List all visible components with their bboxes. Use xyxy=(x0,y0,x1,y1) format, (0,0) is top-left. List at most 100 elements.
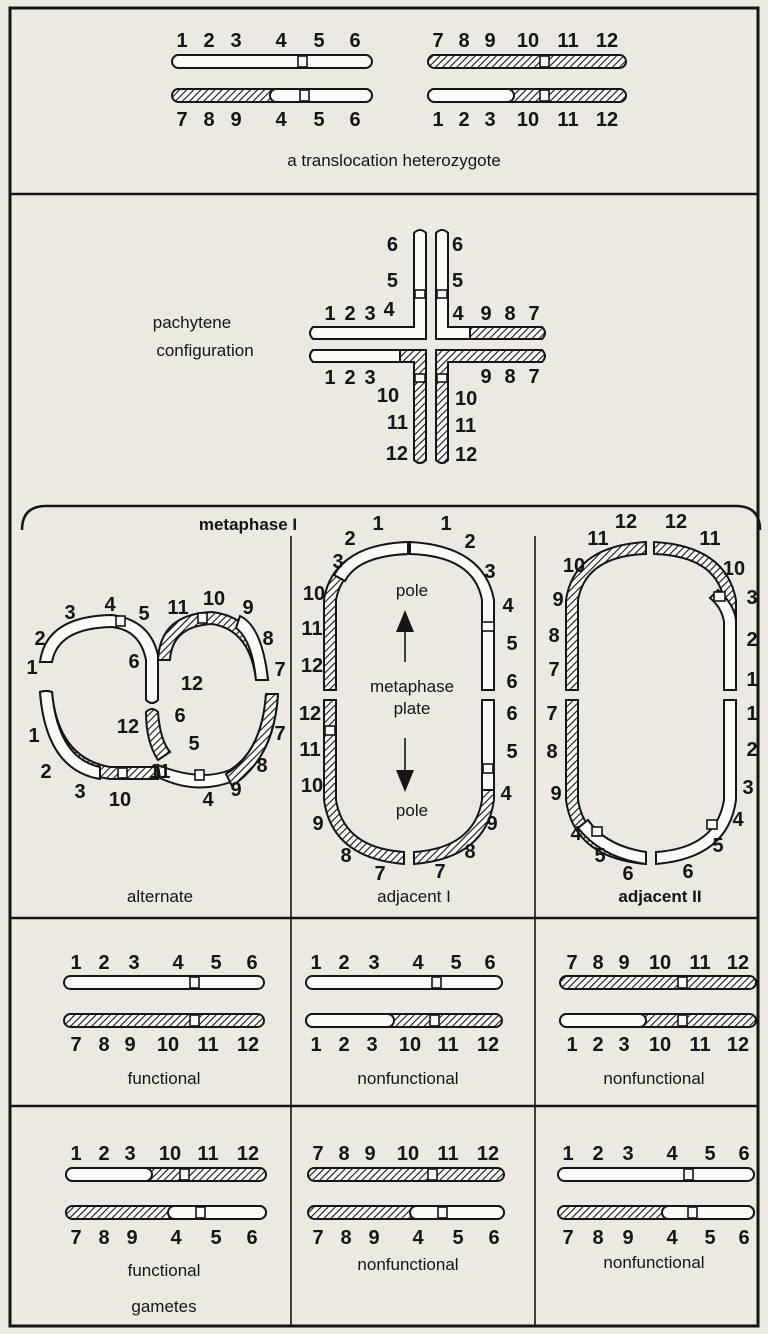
centromere xyxy=(190,977,199,988)
label-panel-pachytene-arm-right-top-0: 4 xyxy=(452,303,464,325)
label-panel-products-row2-1-bottom-5: 6 xyxy=(488,1227,499,1249)
centromere xyxy=(592,827,602,836)
label-panel-products-row2-0-bottom-2: 9 xyxy=(126,1227,137,1249)
label-panel-products-row1-2-top-4: 11 xyxy=(689,952,710,974)
chromosome-normal-a xyxy=(172,55,372,68)
label-panel-pachytene-arm-left-top-3: 4 xyxy=(383,299,395,321)
label-panel-pachytene-arm-right-bottom-1: 8 xyxy=(504,366,515,388)
label-panel-products-row2-2-bottom-1: 8 xyxy=(592,1227,603,1249)
label-panel-pachytene-arm-up-left-1: 5 xyxy=(387,270,398,292)
centromere xyxy=(198,613,207,623)
centromere xyxy=(437,374,447,382)
chromosome-segment xyxy=(410,1206,504,1219)
arrow-head xyxy=(396,610,414,632)
label-panel-metaphase-alternate-numbers-bottom-left-0: 1 xyxy=(28,725,39,747)
label-panel-top-top-left-numbers-0: 1 xyxy=(176,30,187,52)
label-panel-products-row2-2-bottom-0: 7 xyxy=(562,1227,573,1249)
label-panel-top-bottom-right-numbers-4: 11 xyxy=(557,109,578,131)
label-panel-metaphase-adjacent2-right-lower-5: 6 xyxy=(682,861,693,883)
adjacent-1-label: adjacent I xyxy=(377,887,451,906)
label-panel-pachytene-arm-up-right-1: 5 xyxy=(452,270,463,292)
products-row-2-col-1: 1 2 3 10 11 12 7 8 9 4 5 6 functional ga… xyxy=(66,1143,266,1316)
label-panel-products-row1-1-bottom-2: 3 xyxy=(366,1034,377,1056)
figure-frame xyxy=(10,8,758,1326)
label-panel-metaphase-adjacent1-left-upper-2: 3 xyxy=(332,551,343,573)
heterozygote-caption: a translocation heterozygote xyxy=(287,151,501,170)
label-panel-metaphase-adjacent2-right-upper-2: 10 xyxy=(723,558,745,580)
labels-top-left: 1 2 3 4 5 6 xyxy=(176,30,360,52)
products-row-2-col-2: 7 8 9 10 11 12 7 8 9 4 5 6 nonfunctional xyxy=(308,1143,504,1274)
label-panel-products-row1-2-label: nonfunctional xyxy=(603,1069,704,1088)
label-panel-products-row2-2-bottom-4: 5 xyxy=(704,1227,715,1249)
label-panel-top-bottom-right-numbers-1: 2 xyxy=(458,109,469,131)
label-panel-metaphase-adjacent1-right-lower-3: 9 xyxy=(486,813,497,835)
label-panel-pachytene-arm-right-bottom-0: 9 xyxy=(480,366,491,388)
label-panel-metaphase-adjacent1-right-lower-0: 6 xyxy=(506,703,517,725)
label-panel-products-row2-0-bottom-0: 7 xyxy=(70,1227,81,1249)
label-panel-pachytene-arm-right-top-1: 9 xyxy=(480,303,491,325)
label-panel-products-row1-2-bottom-4: 11 xyxy=(689,1034,710,1056)
centromere xyxy=(325,726,335,735)
label-panel-products-row2-2-top-1: 2 xyxy=(592,1143,603,1165)
label-panel-top-bottom-left-numbers-5: 6 xyxy=(349,109,360,131)
label-panel-metaphase-adjacent1-left-upper-0: 1 xyxy=(372,513,383,535)
label-panel-products-row2-2-bottom-2: 9 xyxy=(622,1227,633,1249)
label-panel-pachytene-arm-left-top-2: 3 xyxy=(364,303,375,325)
label-panel-products-row2-1-bottom-4: 5 xyxy=(452,1227,463,1249)
label-panel-pachytene-arm-right-bottom-2: 7 xyxy=(528,366,539,388)
label-panel-products-row2-2-top-5: 6 xyxy=(738,1143,749,1165)
label-panel-pachytene-arm-up-left-0: 6 xyxy=(387,234,398,256)
centromere xyxy=(482,622,494,631)
label-panel-metaphase-adjacent2-right-lower-0: 1 xyxy=(746,703,757,725)
label-panel-metaphase-adjacent1-left-upper-5: 12 xyxy=(301,655,323,677)
label-panel-pachytene-arm-right-top-2: 8 xyxy=(504,303,515,325)
label-panel-metaphase-adjacent1-right-upper-3: 4 xyxy=(502,595,514,617)
label-panel-products-row1-0-bottom-5: 12 xyxy=(237,1034,259,1056)
label-panel-metaphase-adjacent1-left-lower-5: 7 xyxy=(374,863,385,885)
label-panel-products-row1-1-bottom-0: 1 xyxy=(310,1034,321,1056)
label-panel-products-row1-0-top-5: 6 xyxy=(246,952,257,974)
label-panel-metaphase-alternate-numbers-top-right-3: 8 xyxy=(262,628,273,650)
label-panel-pachytene-arm-down-left-1: 12 xyxy=(386,443,408,465)
label-panel-products-row1-2-bottom-5: 12 xyxy=(727,1034,749,1056)
label-panel-top-bottom-left-numbers-1: 8 xyxy=(203,109,214,131)
label-panel-products-row2-1-top-3: 10 xyxy=(397,1143,419,1165)
centromere xyxy=(688,1207,697,1218)
centromere xyxy=(190,1015,199,1026)
label-panel-products-row1-2-top-3: 10 xyxy=(649,952,671,974)
chromosome-segment xyxy=(662,1206,754,1219)
label-panel-metaphase-alternate-numbers-mid-0: 6 xyxy=(128,651,139,673)
label-panel-top-top-left-numbers-5: 6 xyxy=(349,30,360,52)
label-panel-products-row2-1-bottom-1: 8 xyxy=(340,1227,351,1249)
label-panel-metaphase-alternate-numbers-top-left-4: 5 xyxy=(138,603,149,625)
chromosome-segment xyxy=(66,1168,152,1181)
label-panel-products-row2-1-top-5: 12 xyxy=(477,1143,499,1165)
gametes-label: gametes xyxy=(131,1297,196,1316)
label-panel-products-row2-1-bottom-2: 9 xyxy=(368,1227,379,1249)
label-panel-metaphase-adjacent1-left-lower-0: 12 xyxy=(299,703,321,725)
label-panel-pachytene-arm-left-top-1: 2 xyxy=(344,303,355,325)
label-panel-metaphase-alternate-numbers-bottom-left-2: 3 xyxy=(74,781,85,803)
label-panel-metaphase-adjacent2-left-lower-0: 7 xyxy=(546,703,557,725)
label-panel-products-row2-2-top-2: 3 xyxy=(622,1143,633,1165)
label-panel-products-row1-1-top-1: 2 xyxy=(338,952,349,974)
label-panel-top-top-right-numbers-4: 11 xyxy=(557,30,578,52)
label-panel-metaphase-alternate-numbers-bottom-right-4: 7 xyxy=(274,723,285,745)
label-panel-products-row1-2-bottom-3: 10 xyxy=(649,1034,671,1056)
label-panel-metaphase-alternate-numbers-top-right-4: 7 xyxy=(274,659,285,681)
chromosome-translocated-b xyxy=(428,89,626,102)
label-panel-products-row2-0-top-3: 10 xyxy=(159,1143,181,1165)
label-panel-products-row1-1-top-5: 6 xyxy=(484,952,495,974)
label-panel-products-row2-0-bottom-5: 6 xyxy=(246,1227,257,1249)
label-panel-metaphase-adjacent1-left-lower-4: 8 xyxy=(340,845,351,867)
centromere xyxy=(300,90,309,101)
label-panel-products-row1-1-bottom-3: 10 xyxy=(399,1034,421,1056)
label-panel-products-row2-0-top-2: 3 xyxy=(124,1143,135,1165)
centromere xyxy=(438,1207,447,1218)
label-panel-metaphase-adjacent1-plate-line1: metaphase xyxy=(370,677,454,696)
label-panel-metaphase-adjacent1-right-upper-2: 3 xyxy=(484,561,495,583)
products-row-2-col-3: 1 2 3 4 5 6 7 8 9 4 5 6 nonfunctional xyxy=(558,1143,754,1272)
label-panel-metaphase-adjacent1-right-lower-4: 8 xyxy=(464,841,475,863)
chromosome-normal-b xyxy=(428,55,626,68)
products-row-1-col-2: 1 2 3 4 5 6 1 2 3 10 11 12 nonfunctional xyxy=(306,952,502,1088)
